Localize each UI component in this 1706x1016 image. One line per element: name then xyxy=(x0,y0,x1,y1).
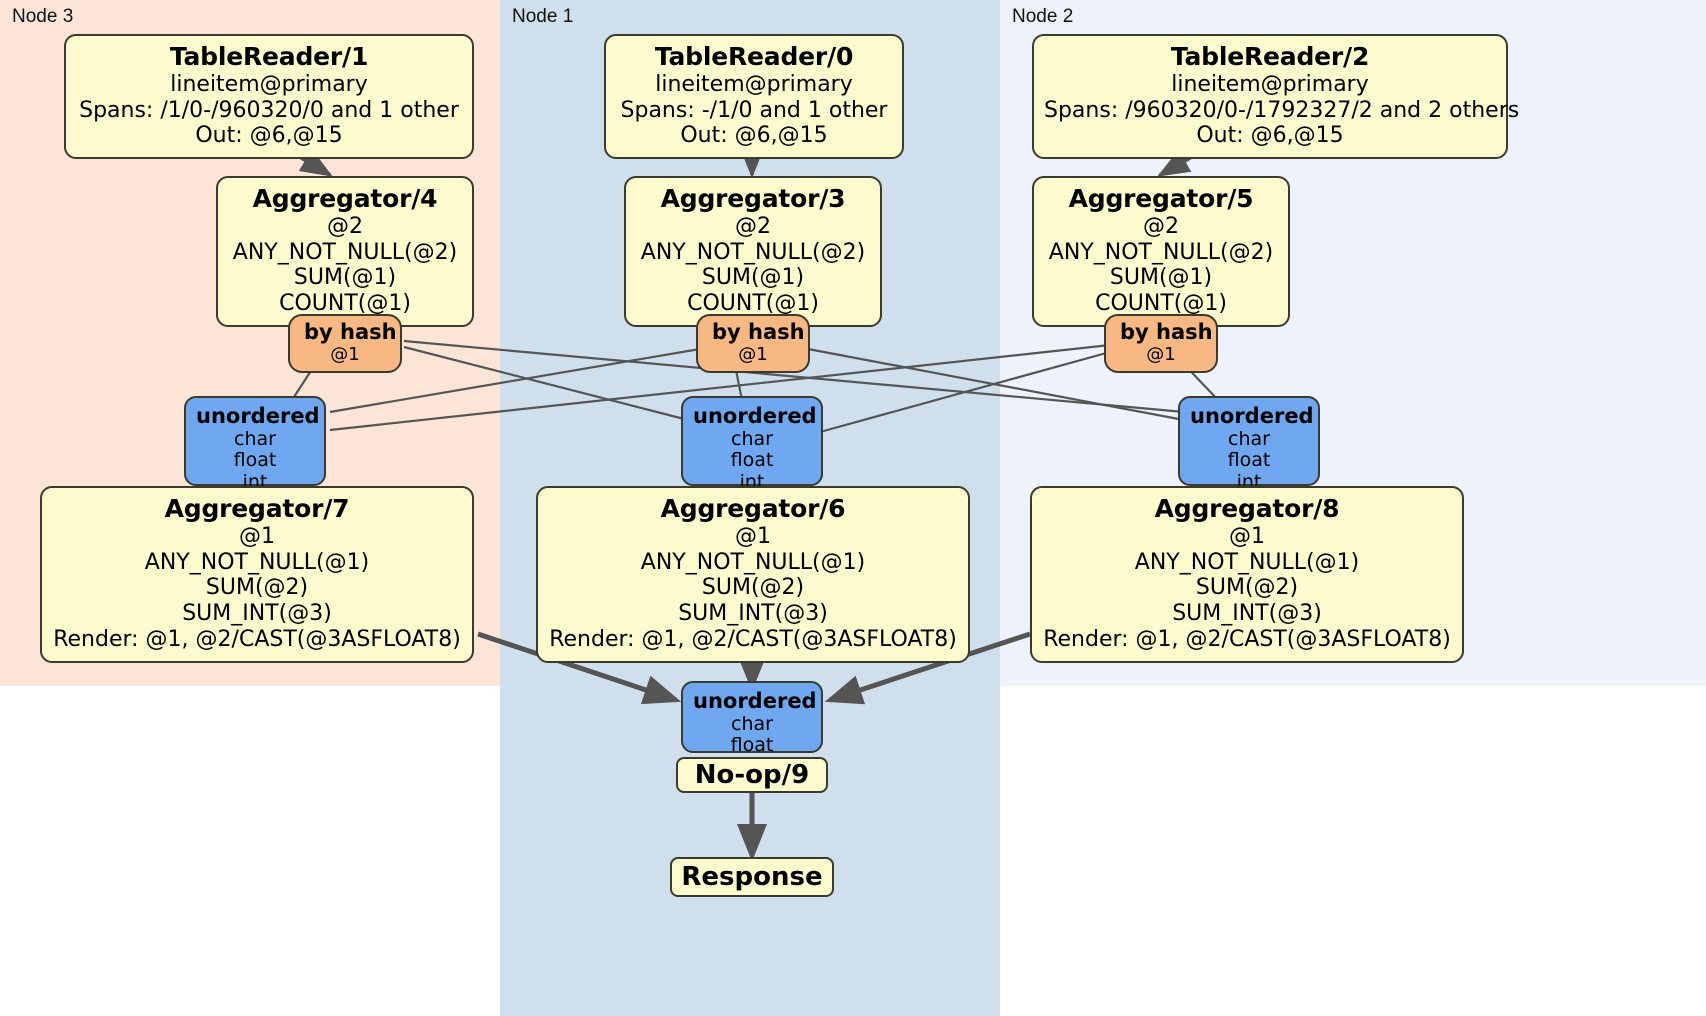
hash-router-node2[interactable]: by hash @1 xyxy=(1104,314,1218,373)
aggregator-6-title: Aggregator/6 xyxy=(660,494,846,523)
aggregator-8-render: Render: @1, @2/CAST(@3ASFLOAT8) xyxy=(1043,626,1451,652)
aggregator-8-group: @1 xyxy=(1229,524,1265,549)
aggregator-7-box[interactable]: Aggregator/7 @1 ANY_NOT_NULL(@1) SUM(@2)… xyxy=(40,486,474,663)
aggregator-7-agg-1: SUM(@2) xyxy=(205,575,309,601)
tablereader-0-title: TableReader/0 xyxy=(654,42,854,71)
response-box[interactable]: Response xyxy=(670,857,834,897)
tablereader-0-box[interactable]: TableReader/0 lineitem@primary Spans: -/… xyxy=(604,34,904,160)
unordered-input-node1-type-1: float xyxy=(730,449,774,472)
tablereader-2-spans: Spans: /960320/0-/1792327/2 and 2 others xyxy=(1044,97,1520,123)
aggregator-8-box[interactable]: Aggregator/8 @1 ANY_NOT_NULL(@1) SUM(@2)… xyxy=(1030,486,1464,663)
unordered-input-node3-title: unordered xyxy=(196,404,320,428)
final-unordered-box[interactable]: unordered char float xyxy=(681,681,823,757)
hash-router-node3-title: by hash xyxy=(304,320,397,344)
aggregator-8-agg-1: SUM(@2) xyxy=(1195,575,1299,601)
aggregator-5-agg-0: ANY_NOT_NULL(@2) xyxy=(1048,239,1274,265)
aggregator-4-agg-2: COUNT(@1) xyxy=(279,291,411,317)
tablereader-2-title: TableReader/2 xyxy=(1170,42,1370,71)
tablereader-1-title: TableReader/1 xyxy=(169,42,369,71)
aggregator-3-box[interactable]: Aggregator/3 @2 ANY_NOT_NULL(@2) SUM(@1)… xyxy=(624,176,882,327)
aggregator-7-agg-2: SUM_INT(@3) xyxy=(182,601,332,627)
final-unordered-type-0: char xyxy=(731,713,773,736)
response-label: Response xyxy=(681,862,823,892)
aggregator-8-agg-0: ANY_NOT_NULL(@1) xyxy=(1134,549,1360,575)
noop-9-label: No-op/9 xyxy=(694,760,810,790)
tablereader-0-table: lineitem@primary xyxy=(655,72,853,97)
hash-router-node1-column: @1 xyxy=(738,343,768,365)
unordered-input-node3-type-0: char xyxy=(234,428,276,451)
aggregator-3-group: @2 xyxy=(735,214,771,239)
aggregator-5-agg-2: COUNT(@1) xyxy=(1095,291,1227,317)
unordered-input-node2[interactable]: unordered char float int xyxy=(1178,396,1320,492)
aggregator-4-agg-0: ANY_NOT_NULL(@2) xyxy=(232,239,458,265)
hash-router-node3[interactable]: by hash @1 xyxy=(288,314,402,373)
tablereader-0-spans: Spans: -/1/0 and 1 other xyxy=(620,97,888,123)
hash-router-node3-column: @1 xyxy=(330,343,360,365)
tablereader-1-out: Out: @6,@15 xyxy=(195,123,343,149)
aggregator-6-render: Render: @1, @2/CAST(@3ASFLOAT8) xyxy=(549,626,957,652)
aggregator-8-agg-2: SUM_INT(@3) xyxy=(1172,601,1322,627)
aggregator-7-render: Render: @1, @2/CAST(@3ASFLOAT8) xyxy=(53,626,461,652)
noop-9-box[interactable]: No-op/9 xyxy=(676,757,828,793)
unordered-input-node2-type-1: float xyxy=(1227,449,1271,472)
aggregator-5-group: @2 xyxy=(1143,214,1179,239)
hash-router-node2-title: by hash xyxy=(1120,320,1213,344)
aggregator-6-group: @1 xyxy=(735,524,771,549)
tablereader-2-box[interactable]: TableReader/2 lineitem@primary Spans: /9… xyxy=(1032,34,1520,160)
unordered-input-node3-type-1: float xyxy=(233,449,277,472)
aggregator-3-agg-0: ANY_NOT_NULL(@2) xyxy=(640,239,866,265)
aggregator-6-box[interactable]: Aggregator/6 @1 ANY_NOT_NULL(@1) SUM(@2)… xyxy=(536,486,970,663)
aggregator-8-title: Aggregator/8 xyxy=(1154,494,1340,523)
unordered-input-node2-type-0: char xyxy=(1228,428,1270,451)
tablereader-1-spans: Spans: /1/0-/960320/0 and 1 other xyxy=(79,97,459,123)
hash-router-node1-title: by hash xyxy=(712,320,805,344)
node-panel-label-node2: Node 2 xyxy=(1012,6,1074,27)
aggregator-3-title: Aggregator/3 xyxy=(660,184,846,213)
final-unordered-title: unordered xyxy=(693,689,817,713)
hash-router-node1[interactable]: by hash @1 xyxy=(696,314,810,373)
unordered-input-node1-title: unordered xyxy=(693,404,817,428)
tablereader-1-box[interactable]: TableReader/1 lineitem@primary Spans: /1… xyxy=(64,34,474,160)
aggregator-7-group: @1 xyxy=(239,524,275,549)
aggregator-6-agg-2: SUM_INT(@3) xyxy=(678,601,828,627)
aggregator-6-agg-1: SUM(@2) xyxy=(701,575,805,601)
final-unordered-type-1: float xyxy=(730,734,774,757)
unordered-input-node2-title: unordered xyxy=(1190,404,1314,428)
node-panel-label-node3: Node 3 xyxy=(12,6,74,27)
hash-router-node2-column: @1 xyxy=(1146,343,1176,365)
aggregator-5-title: Aggregator/5 xyxy=(1068,184,1254,213)
aggregator-4-group: @2 xyxy=(327,214,363,239)
unordered-input-node3[interactable]: unordered char float int xyxy=(184,396,326,492)
tablereader-0-out: Out: @6,@15 xyxy=(680,123,828,149)
aggregator-4-agg-1: SUM(@1) xyxy=(293,265,397,291)
aggregator-5-box[interactable]: Aggregator/5 @2 ANY_NOT_NULL(@2) SUM(@1)… xyxy=(1032,176,1290,327)
unordered-input-node1[interactable]: unordered char float int xyxy=(681,396,823,492)
aggregator-5-agg-1: SUM(@1) xyxy=(1109,265,1213,291)
aggregator-7-agg-0: ANY_NOT_NULL(@1) xyxy=(144,549,370,575)
aggregator-4-title: Aggregator/4 xyxy=(252,184,438,213)
tablereader-1-table: lineitem@primary xyxy=(170,72,368,97)
unordered-input-node1-type-0: char xyxy=(731,428,773,451)
aggregator-6-agg-0: ANY_NOT_NULL(@1) xyxy=(640,549,866,575)
aggregator-3-agg-2: COUNT(@1) xyxy=(687,291,819,317)
tablereader-2-table: lineitem@primary xyxy=(1171,72,1369,97)
aggregator-3-agg-1: SUM(@1) xyxy=(701,265,805,291)
aggregator-4-box[interactable]: Aggregator/4 @2 ANY_NOT_NULL(@2) SUM(@1)… xyxy=(216,176,474,327)
node-panel-label-node1: Node 1 xyxy=(512,6,574,27)
tablereader-2-out: Out: @6,@15 xyxy=(1196,123,1344,149)
aggregator-7-title: Aggregator/7 xyxy=(164,494,350,523)
